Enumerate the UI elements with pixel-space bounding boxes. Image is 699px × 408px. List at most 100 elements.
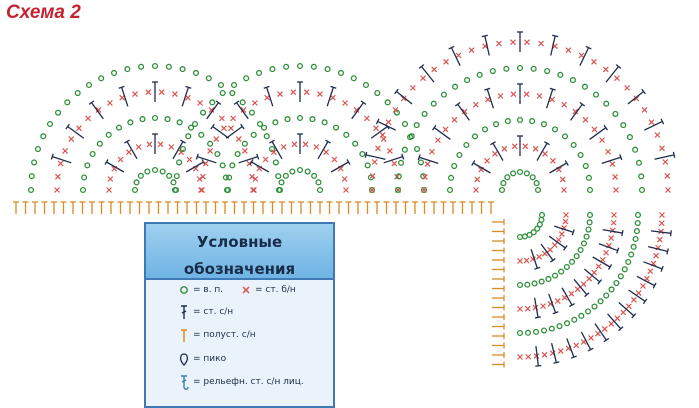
single-crochet	[603, 249, 610, 256]
single-crochet	[609, 161, 616, 168]
double-crochet-top	[585, 45, 592, 50]
chain-stitch	[164, 116, 171, 123]
chain-stitch	[394, 186, 402, 194]
chain-stitch	[493, 121, 500, 128]
single-crochet	[202, 160, 209, 167]
single-crochet	[198, 187, 204, 193]
chain-stitch	[531, 280, 538, 287]
single-crochet	[240, 107, 247, 113]
single-crochet	[280, 144, 287, 150]
chain-stitch	[55, 109, 62, 116]
single-crochet	[474, 176, 481, 183]
single-crochet	[313, 144, 320, 150]
single-crochet	[517, 354, 523, 360]
double-crochet-top	[549, 87, 556, 91]
chain-stitch	[137, 172, 144, 179]
chain-stitch	[586, 186, 594, 194]
single-crochet	[565, 47, 572, 54]
double-crochet-top	[535, 364, 542, 367]
double-crochet	[418, 156, 439, 165]
chain-stitch	[586, 219, 593, 226]
single-crochet	[461, 108, 468, 115]
single-crochet	[178, 149, 185, 156]
double-crochet	[628, 289, 646, 302]
chain-stitch	[229, 162, 236, 169]
single-crochet	[578, 52, 585, 59]
double-crochet	[648, 245, 668, 253]
double-crochet-top	[448, 45, 455, 50]
chain-stitch	[296, 114, 304, 122]
single-crochet	[168, 144, 175, 150]
chain-stitch	[185, 133, 192, 140]
single-crochet	[342, 100, 349, 106]
single-crochet	[117, 156, 124, 163]
chain-stitch	[529, 118, 536, 125]
chain-stitch	[635, 159, 642, 166]
single-crochet	[132, 91, 138, 97]
double-crochet-top	[180, 139, 186, 144]
single-crochet	[601, 325, 608, 332]
double-crochet	[197, 156, 217, 164]
single-crochet	[562, 218, 569, 225]
chain-stitch	[272, 119, 279, 126]
chain-stitch	[144, 168, 151, 175]
chain-stitch	[28, 173, 35, 180]
single-crochet	[251, 187, 257, 193]
chain-stitch	[534, 186, 542, 194]
single-crochet	[375, 145, 381, 152]
double-crochet-top	[618, 326, 624, 332]
double-crochet	[540, 243, 554, 261]
chain-stitch	[316, 186, 324, 194]
double-crochet	[545, 88, 554, 109]
legend-label-single-crochet: = ст. б/н	[255, 285, 296, 295]
double-crochet	[550, 343, 558, 363]
double-crochet	[549, 162, 568, 174]
double-crochet-top	[616, 247, 620, 254]
single-crochet	[290, 89, 297, 96]
single-crochet	[291, 141, 298, 148]
chain-stitch	[446, 186, 454, 194]
single-crochet	[262, 156, 269, 163]
double-crochet-top	[330, 85, 337, 89]
chain-stitch	[516, 233, 524, 241]
single-crochet	[230, 115, 237, 122]
double-crochet-top	[544, 141, 550, 146]
double-crochet-top	[552, 34, 559, 38]
chain-stitch	[27, 186, 35, 194]
double-crochet	[570, 103, 583, 121]
chain-stitch	[440, 91, 447, 98]
chain-stitch	[324, 66, 331, 73]
double-crochet-top	[65, 123, 70, 130]
double-crochet-top	[417, 154, 421, 161]
chain-stitch	[170, 179, 177, 186]
single-crochet	[582, 116, 589, 123]
chain-stitch	[516, 64, 524, 72]
chain-stitch	[214, 150, 221, 158]
legend-title-line2: обозначения	[183, 260, 296, 278]
single-crochet	[409, 84, 416, 91]
chain-stitch	[74, 90, 81, 97]
double-crochet	[225, 125, 243, 139]
double-crochet-top	[325, 139, 331, 144]
legend-label-half-double: = полуст. с/н	[193, 330, 256, 340]
single-crochet	[62, 148, 69, 154]
double-crochet	[643, 261, 663, 270]
double-crochet-top	[660, 265, 664, 272]
chain-stitch	[85, 81, 93, 89]
single-crochet	[106, 187, 112, 193]
double-crochet	[533, 297, 539, 318]
single-crochet	[252, 176, 259, 182]
chain-stitch	[504, 118, 511, 125]
single-crochet	[68, 136, 75, 143]
chain-stitch	[276, 186, 284, 194]
double-crochet	[370, 125, 388, 139]
single-crochet	[424, 161, 431, 168]
chain-stitch	[503, 65, 510, 72]
chain-stitch	[133, 179, 140, 186]
single-crochet	[591, 126, 598, 133]
double-crochet-top	[619, 154, 623, 161]
double-crochet-top	[569, 303, 575, 308]
chain-stitch	[481, 126, 489, 133]
single-crochet	[536, 93, 543, 99]
